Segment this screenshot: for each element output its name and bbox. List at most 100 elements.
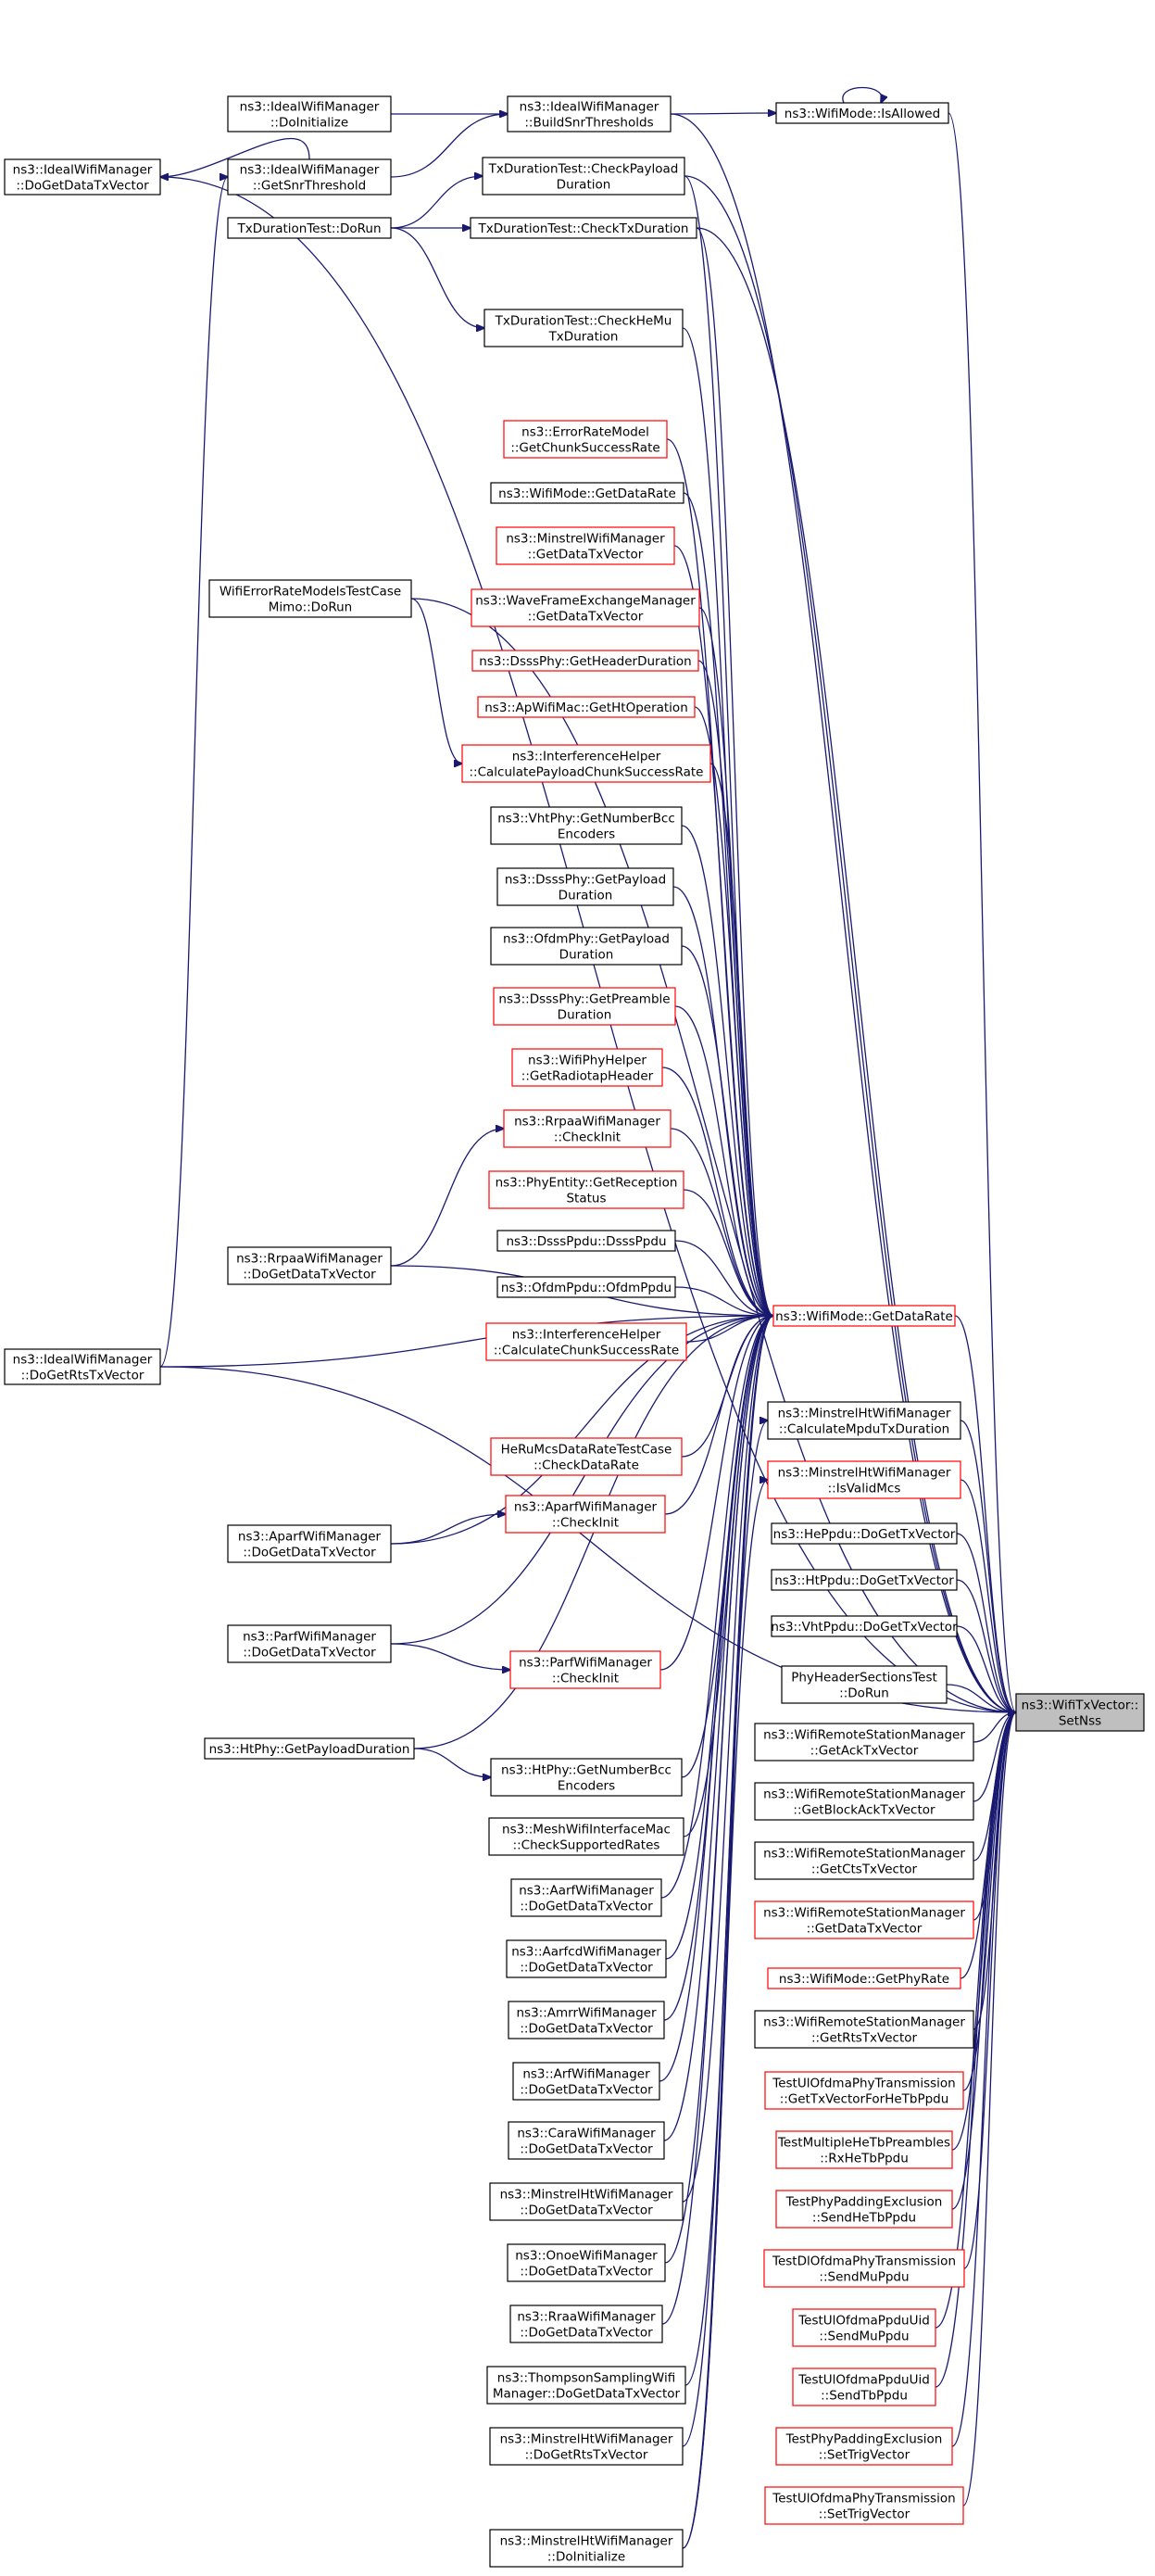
node-label-line: WifiErrorRateModelsTestCase [220, 585, 401, 600]
node-get-block-ack-tx-vector[interactable]: ns3::WifiRemoteStationManager::GetBlockA… [754, 1782, 974, 1821]
edge-check-tx-duration-to-wifi-mode-get-data-rate-center [696, 227, 773, 1316]
node-build-snr-thresholds[interactable]: ns3::IdealWifiManager::BuildSnrThreshold… [507, 95, 672, 133]
node-minstrel-ht-do-get-data-tx-vector[interactable]: ns3::MinstrelHtWifiManager::DoGetDataTxV… [489, 2182, 684, 2221]
node-aarf-do-get-data-tx-vector[interactable]: ns3::AarfWifiManager::DoGetDataTxVector [510, 1878, 662, 1917]
node-label-line: ::CheckInit [552, 1516, 619, 1531]
node-he-ppdu-do-get-tx-vector[interactable]: ns3::HePpdu::DoGetTxVector [771, 1522, 958, 1545]
node-ht-ppdu-do-get-tx-vector[interactable]: ns3::HtPpdu::DoGetTxVector [771, 1569, 958, 1591]
node-do-initialize-ideal[interactable]: ns3::IdealWifiManager::DoInitialize [227, 95, 392, 133]
node-label-line: ns3::ParfWifiManager [519, 1656, 652, 1671]
node-check-tx-duration[interactable]: TxDurationTest::CheckTxDuration [470, 217, 697, 239]
node-get-rts-tx-vector[interactable]: ns3::WifiRemoteStationManager::GetRtsTxV… [754, 2010, 974, 2049]
edge-parf-check-init-to-wifi-mode-get-data-rate-center [659, 1316, 773, 1671]
node-label-line: ::DoGetDataTxVector [520, 2326, 653, 2341]
node-box [754, 1841, 974, 1880]
node-label-line: ::CalculateMpduTxDuration [779, 1422, 949, 1437]
node-box [512, 2062, 660, 2101]
node-minstrel-ht-calc-mpdu[interactable]: ns3::MinstrelHtWifiManager::CalculateMpd… [767, 1401, 961, 1440]
node-ul-ofdma-set-trig-vector[interactable]: TestUlOfdmaPhyTransmission::SetTrigVecto… [764, 2486, 964, 2525]
node-amrr-do-get-data-tx-vector[interactable]: ns3::AmrrWifiManager::DoGetDataTxVector [508, 2001, 665, 2039]
node-wave-get-data-tx-vector[interactable]: ns3::WaveFrameExchangeManager::GetDataTx… [471, 588, 700, 627]
node-ul-ofdma-ppdu-uid-send-tb-ppdu[interactable]: TestUlOfdmaPpduUid::SendTbPpdu [792, 2368, 936, 2406]
edge-get-reception-status-to-wifi-mode-get-data-rate-center [683, 1189, 773, 1316]
node-phy-padding-set-trig-vector[interactable]: TestPhyPaddingExclusion::SetTrigVector [775, 2427, 953, 2466]
node-remote-get-data-tx-vector[interactable]: ns3::WifiRemoteStationManager::GetDataTx… [754, 1900, 974, 1939]
node-get-cts-tx-vector[interactable]: ns3::WifiRemoteStationManager::GetCtsTxV… [754, 1841, 974, 1880]
node-get-ack-tx-vector[interactable]: ns3::WifiRemoteStationManager::GetAckTxV… [754, 1723, 974, 1762]
node-calc-payload-chunk-success-rate[interactable]: ns3::InterferenceHelper::CalculatePayloa… [461, 744, 711, 783]
node-aparf-check-init[interactable]: ns3::AparfWifiManager::CheckInit [505, 1495, 666, 1534]
node-label-line: ::BuildSnrThresholds [524, 116, 653, 131]
node-label-line: ::DoGetDataTxVector [520, 2265, 653, 2279]
node-cara-do-get-data-tx-vector[interactable]: ns3::CaraWifiManager::DoGetDataTxVector [508, 2121, 665, 2160]
node-label-line: ns3::MinstrelHtWifiManager [500, 2188, 673, 2203]
node-vht-ppdu-do-get-tx-vector[interactable]: ns3::VhtPpdu::DoGetTxVector [771, 1615, 958, 1637]
node-box [511, 1048, 663, 1087]
node-box [227, 1246, 392, 1285]
node-minstrel-ht-do-get-rts-tx-vector[interactable]: ns3::MinstrelHtWifiManager::DoGetRtsTxVe… [489, 2427, 684, 2466]
node-get-radiotap-header[interactable]: ns3::WifiPhyHelper::GetRadiotapHeader [511, 1048, 663, 1087]
edge-ht-phy-get-payload-duration-to-ht-phy-get-number-bcc-encoders [413, 1748, 491, 1777]
node-aparf-do-get-data-tx-vector[interactable]: ns3::AparfWifiManager::DoGetDataTxVector [227, 1524, 392, 1563]
edge-ofdm-get-payload-duration-to-wifi-mode-get-data-rate-center [681, 945, 773, 1316]
node-he-ru-mcs-check-data-rate[interactable]: HeRuMcsDataRateTestCase::CheckDataRate [490, 1437, 683, 1476]
node-thompson-do-get-data-tx-vector[interactable]: ns3::ThompsonSamplingWifiManager::DoGetD… [486, 2366, 686, 2405]
node-rrpaa-check-init[interactable]: ns3::RrpaaWifiManager::CheckInit [503, 1109, 672, 1148]
node-rrpaa-do-get-data-tx-vector[interactable]: ns3::RrpaaWifiManager::DoGetDataTxVector [227, 1246, 392, 1285]
node-get-snr-threshold[interactable]: ns3::IdealWifiManager::GetSnrThreshold [227, 158, 392, 196]
node-multiple-he-tb-rx-he-tb-ppdu[interactable]: TestMultipleHeTbPreambles::RxHeTbPpdu [775, 2130, 953, 2169]
node-arf-do-get-data-tx-vector[interactable]: ns3::ArfWifiManager::DoGetDataTxVector [512, 2062, 660, 2101]
node-box [503, 420, 668, 459]
node-label-line: TxDurationTest::CheckTxDuration [478, 221, 689, 236]
node-label-line: ns3::ParfWifiManager [243, 1630, 376, 1645]
node-is-allowed[interactable]: ns3::WifiMode::IsAllowed [775, 102, 949, 124]
node-dl-ofdma-send-mu-ppdu[interactable]: TestDlOfdmaPhyTransmission::SendMuPpdu [763, 2249, 965, 2288]
node-ap-get-ht-operation[interactable]: ns3::ApWifiMac::GetHtOperation [477, 696, 696, 718]
node-dsss-get-payload-duration[interactable]: ns3::DsssPhy::GetPayloadDuration [496, 867, 674, 906]
node-wifi-mode-get-data-rate-center[interactable]: ns3::WifiMode::GetDataRate [772, 1305, 956, 1327]
node-do-get-data-tx-vector-ideal[interactable]: ns3::IdealWifiManager::DoGetDataTxVector [4, 158, 161, 196]
node-ofdm-get-payload-duration[interactable]: ns3::OfdmPhy::GetPayloadDuration [490, 927, 683, 966]
node-parf-do-get-data-tx-vector[interactable]: ns3::ParfWifiManager::DoGetDataTxVector [227, 1624, 392, 1663]
node-wifi-mode-get-data-rate-top[interactable]: ns3::WifiMode::GetDataRate [490, 482, 684, 504]
node-get-chunk-success-rate[interactable]: ns3::ErrorRateModel::GetChunkSuccessRate [503, 420, 668, 459]
edge-ap-get-ht-operation-to-wifi-mode-get-data-rate-center [694, 706, 773, 1316]
node-calc-chunk-success-rate[interactable]: ns3::InterferenceHelper::CalculateChunkS… [485, 1322, 687, 1361]
node-minstrel-ht-do-initialize[interactable]: ns3::MinstrelHtWifiManager::DoInitialize [489, 2529, 684, 2568]
node-ofdm-ppdu[interactable]: ns3::OfdmPpdu::OfdmPpdu [496, 1276, 676, 1298]
edge-error-rate-mimo-do-run-to-calc-payload-chunk-success-rate [410, 598, 462, 764]
node-rraa-do-get-data-tx-vector[interactable]: ns3::RraaWifiManager::DoGetDataTxVector [509, 2305, 663, 2343]
node-ul-ofdma-get-tx-vector-for-he-tb-ppdu[interactable]: TestUlOfdmaPhyTransmission::GetTxVectorF… [764, 2071, 964, 2110]
node-label-line: ns3::IdealWifiManager [13, 163, 153, 178]
node-mesh-check-supported-rates[interactable]: ns3::MeshWifiInterfaceMac::CheckSupporte… [488, 1817, 684, 1856]
node-label-line: ::DoGetDataTxVector [243, 1268, 376, 1282]
node-ideal-do-get-rts-tx-vector[interactable]: ns3::IdealWifiManager::DoGetRtsTxVector [4, 1348, 161, 1385]
node-ht-phy-get-payload-duration[interactable]: ns3::HtPhy::GetPayloadDuration [204, 1737, 415, 1760]
node-minstrel-ht-is-valid-mcs[interactable]: ns3::MinstrelHtWifiManager::IsValidMcs [767, 1460, 961, 1499]
node-ul-ofdma-ppdu-uid-send-mu-ppdu[interactable]: TestUlOfdmaPpduUid::SendMuPpdu [792, 2308, 936, 2347]
node-minstrel-get-data-tx-vector[interactable]: ns3::MinstrelWifiManager::GetDataTxVecto… [496, 526, 675, 565]
node-onoe-do-get-data-tx-vector[interactable]: ns3::OnoeWifiManager::DoGetDataTxVector [507, 2243, 666, 2282]
node-dsss-ppdu[interactable]: ns3::DsssPpdu::DsssPpdu [496, 1230, 676, 1252]
node-label-line: ns3::WifiRemoteStationManager [763, 2015, 965, 2030]
node-label-line: TxDuration [548, 330, 619, 345]
node-aarfcd-do-get-data-tx-vector[interactable]: ns3::AarfcdWifiManager::DoGetDataTxVecto… [506, 1939, 667, 1978]
node-phy-header-sections-do-run[interactable]: PhyHeaderSectionsTest::DoRun [781, 1665, 948, 1704]
node-parf-check-init[interactable]: ns3::ParfWifiManager::CheckInit [509, 1650, 661, 1689]
node-dsss-get-header-duration[interactable]: ns3::DsssPhy::GetHeaderDuration [471, 650, 699, 672]
node-label-line: ::DoRun [839, 1686, 889, 1701]
node-wifi-mode-get-phy-rate[interactable]: ns3::WifiMode::GetPhyRate [767, 1967, 961, 1989]
node-label-line: ::GetBlockAckTxVector [793, 1803, 935, 1818]
node-label-line: ns3::WifiMode::GetDataRate [775, 1309, 953, 1324]
node-phy-padding-send-he-tb-ppdu[interactable]: TestPhyPaddingExclusion::SendHeTbPpdu [775, 2190, 953, 2229]
node-tx-duration-do-run[interactable]: TxDurationTest::DoRun [227, 217, 392, 239]
node-set-nss[interactable]: ns3::WifiTxVector::SetNss [1015, 1693, 1145, 1732]
node-box [792, 2368, 936, 2406]
